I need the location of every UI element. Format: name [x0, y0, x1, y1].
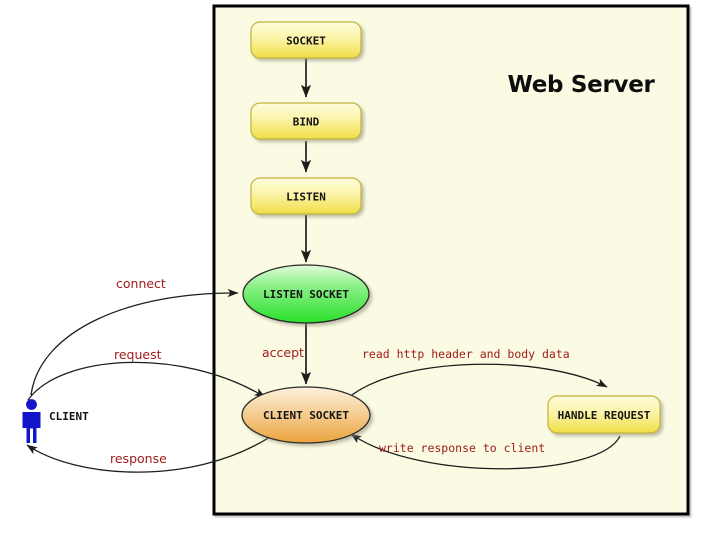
- node-socket-shape[interactable]: [250, 21, 362, 59]
- node-listen-label: LISTEN: [286, 191, 326, 204]
- edge-read-http-path: [347, 363, 608, 399]
- node-socket-label: SOCKET: [286, 35, 326, 48]
- edge-label-connect: connect: [116, 276, 166, 291]
- edge-write-response-path: [350, 433, 621, 470]
- node-listen-socket[interactable]: LISTEN SOCKET: [242, 264, 370, 324]
- edge-label-response: response: [110, 451, 167, 466]
- node-bind-label: BIND: [293, 116, 320, 129]
- node-listen-socket-shape[interactable]: [242, 264, 370, 324]
- node-handle-request-label: HANDLE REQUEST: [558, 409, 651, 422]
- edge-labels: connect accept request response read htt…: [110, 276, 570, 466]
- node-bind-shape[interactable]: [250, 102, 362, 140]
- node-client-socket-shape[interactable]: [241, 386, 371, 444]
- edge-request-path: [27, 361, 266, 401]
- node-socket[interactable]: SOCKET: [250, 21, 362, 59]
- web-server-title: Web Server: [507, 72, 655, 98]
- node-listen[interactable]: LISTEN: [250, 177, 362, 215]
- node-listen-socket-label: LISTEN SOCKET: [263, 288, 349, 301]
- curved-edges: [26, 288, 621, 473]
- edge-response-path: [26, 436, 271, 473]
- edge-label-accept: accept: [262, 345, 304, 360]
- edge-label-read-http: read http header and body data: [362, 347, 570, 361]
- edge-connect-path: [30, 288, 239, 396]
- node-handle-request[interactable]: HANDLE REQUEST: [547, 395, 661, 434]
- client-actor[interactable]: CLIENT: [22, 399, 90, 443]
- node-handle-request-shape[interactable]: [547, 395, 661, 434]
- node-client-socket[interactable]: CLIENT SOCKET: [241, 386, 371, 444]
- edge-label-request: request: [114, 347, 162, 362]
- client-actor-label: CLIENT: [49, 410, 89, 423]
- node-listen-shape[interactable]: [250, 177, 362, 215]
- node-bind[interactable]: BIND: [250, 102, 362, 140]
- person-icon: [22, 399, 41, 443]
- node-client-socket-label: CLIENT SOCKET: [263, 409, 349, 422]
- edge-label-write-response: write response to client: [379, 441, 545, 455]
